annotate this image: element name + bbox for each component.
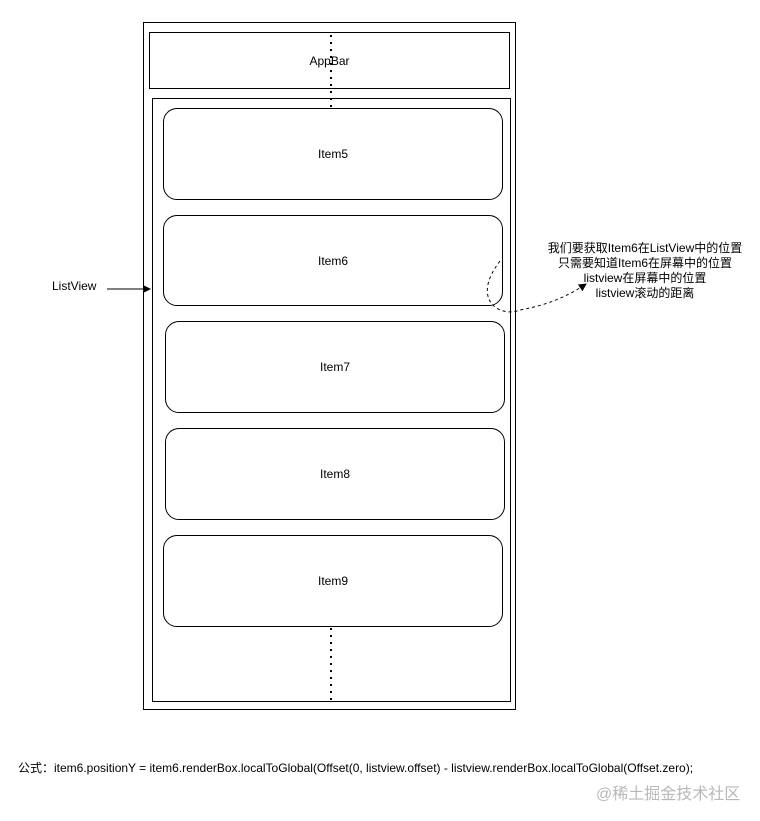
- list-item-item8: Item8: [165, 428, 505, 520]
- annotation-note: 我们要获取Item6在ListView中的位置 只需要知道Item6在屏幕中的位…: [540, 241, 750, 301]
- list-item-label: Item9: [317, 574, 348, 588]
- note-connector-arrow: [486, 260, 587, 313]
- appbar-label: AppBar: [309, 53, 350, 68]
- list-item-item9: Item9: [163, 535, 503, 627]
- list-item-item5: Item5: [163, 108, 503, 200]
- list-item-item7: Item7: [165, 321, 505, 413]
- list-item-label: Item7: [319, 360, 350, 374]
- note-line: 只需要知道Item6在屏幕中的位置: [557, 256, 732, 270]
- appbar-box: AppBar: [149, 32, 510, 89]
- watermark: @稀土掘金技术社区: [596, 786, 741, 803]
- note-line: listview在屏幕中的位置: [583, 271, 707, 285]
- note-line: 我们要获取Item6在ListView中的位置: [547, 241, 743, 255]
- phone-frame: [143, 22, 516, 710]
- formula-text: 公式：item6.positionY = item6.renderBox.loc…: [18, 761, 694, 775]
- listview-label: ListView: [52, 279, 97, 293]
- list-item-item6: Item6: [163, 215, 503, 306]
- list-item-label: Item8: [319, 467, 350, 481]
- list-item-label: Item6: [317, 253, 348, 268]
- note-line: listview滚动的距离: [595, 286, 695, 300]
- list-item-label: Item5: [317, 147, 348, 161]
